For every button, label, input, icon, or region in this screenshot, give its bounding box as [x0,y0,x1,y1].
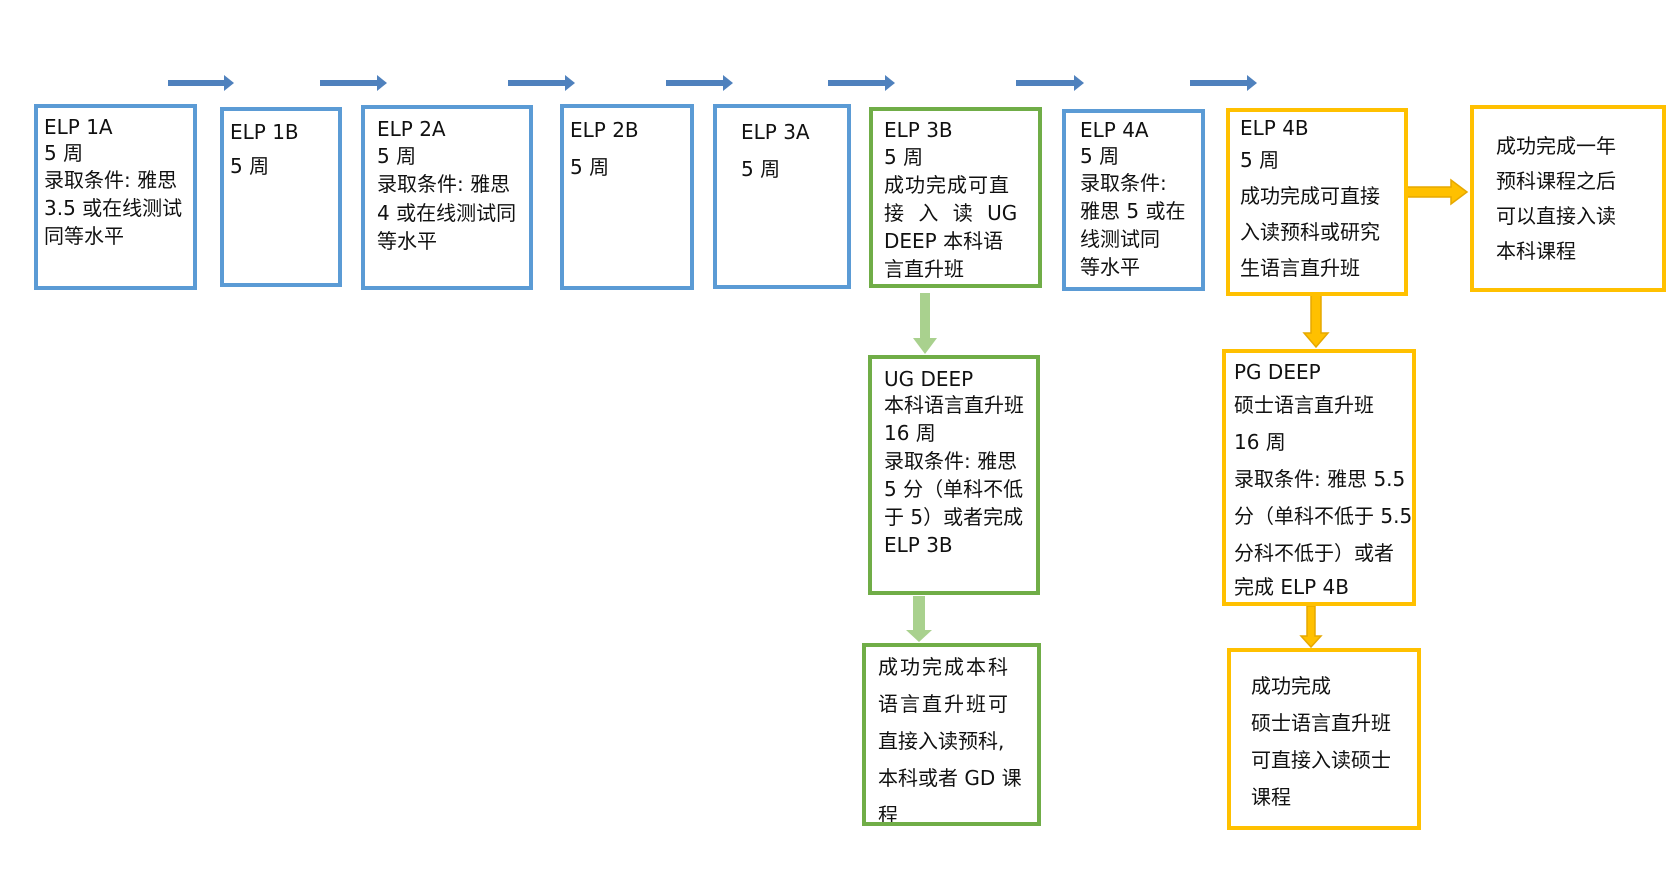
elp-3b-box: ELP 3B 5 周 成功完成可直 接 入 读 UG DEEP 本科语 言直升班 [869,107,1042,288]
box-title: ELP 1B [230,120,299,144]
box-text: 成功完成一年 [1496,134,1616,158]
flow-arrow-blue [320,75,387,91]
box-title: ELP 4B [1240,116,1309,140]
box-text: 成功完成可直 [884,173,1010,197]
box-title: ELP 3A [741,120,810,144]
box-text: 言直升班 [884,257,964,281]
box-duration: 5 周 [377,144,417,168]
box-text: 硕士语言直升班 [1251,711,1391,735]
ug-year-result-box: 成功完成一年 预科课程之后 可以直接入读 本科课程 [1470,105,1666,292]
flow-arrow-blue [1190,75,1257,91]
box-title: ELP 1A [44,115,113,139]
box-text: DEEP 本科语 [884,229,1004,253]
box-text: 于 5）或者完成 [884,505,1024,529]
box-duration: 16 周 [884,421,936,445]
box-text: 完成 ELP 4B [1234,575,1349,599]
elp-2b-box: ELP 2B 5 周 [560,104,694,290]
box-text: 可直接入读硕士 [1251,748,1391,772]
box-text: 程 [878,803,898,826]
box-text: 录取条件: 雅思 [377,172,511,196]
elp-4b-box: ELP 4B 5 周 成功完成可直接 入读预科或研究 生语言直升班 [1226,108,1408,296]
elp-3a-box: ELP 3A 5 周 [713,104,851,289]
elp-4a-box: ELP 4A 5 周 录取条件: 雅思 5 或在 线测试同 等水平 [1062,109,1205,291]
box-text: ELP 3B [884,533,953,557]
box-text: 成功完成可直接 [1240,184,1380,208]
box-text: 雅思 5 或在 [1080,199,1186,223]
pg-result-box: 成功完成 硕士语言直升班 可直接入读硕士 课程 [1227,648,1421,830]
box-text: 录取条件: [1080,171,1167,195]
down-arrow-green [913,293,937,354]
box-text: 录取条件: 雅思 [884,449,1018,473]
box-title: UG DEEP [884,367,974,391]
box-duration: 5 周 [1240,148,1280,172]
box-text: 录取条件: 雅思 5.5 [1234,467,1406,491]
box-text: 生语言直升班 [1240,256,1360,280]
box-title: ELP 3B [884,118,953,142]
box-text: 4 或在线测试同 [377,201,517,225]
flow-arrow-blue [828,75,895,91]
box-text: 可以直接入读 [1496,204,1616,228]
box-duration: 5 周 [44,141,84,165]
flow-arrow-blue [666,75,733,91]
flow-arrow-blue [1016,75,1084,91]
box-text: 语言直升班可 [878,692,1010,716]
box-text: 课程 [1251,785,1291,809]
box-text: 分科不低于）或者 [1234,541,1394,565]
down-arrow-green [906,596,932,642]
box-text: 同等水平 [44,224,124,248]
box-text: 线测试同 [1080,227,1160,251]
box-text: 分（单科不低于 5.5 [1234,504,1413,528]
flow-arrow-blue [508,75,575,91]
box-title: ELP 4A [1080,118,1149,142]
box-text: 录取条件: 雅思 [44,168,178,192]
box-duration: 5 周 [570,155,610,179]
box-text: 硕士语言直升班 [1234,393,1374,417]
box-duration: 5 周 [741,157,781,181]
box-title: ELP 2B [570,118,639,142]
box-text: 接 入 读 UG [884,201,1018,225]
elp-1a-box: ELP 1A 5 周 录取条件: 雅思 3.5 或在线测试 同等水平 [34,104,197,290]
box-duration: 16 周 [1234,430,1286,454]
box-text: 等水平 [1080,255,1140,279]
elp-2a-box: ELP 2A 5 周 录取条件: 雅思 4 或在线测试同 等水平 [361,105,533,290]
box-title: PG DEEP [1234,360,1321,384]
box-text: 3.5 或在线测试 [44,196,183,220]
box-title: ELP 2A [377,117,446,141]
down-arrow-gold [1302,292,1330,349]
box-text: 预科课程之后 [1496,169,1616,193]
box-text: 成功完成本科 [878,655,1010,679]
box-text: 入读预科或研究 [1240,220,1380,244]
right-arrow-gold [1403,178,1469,206]
box-duration: 5 周 [230,154,270,178]
box-text: 成功完成 [1251,674,1331,698]
ug-deep-box: UG DEEP 本科语言直升班 16 周 录取条件: 雅思 5 分（单科不低 于… [868,355,1040,595]
box-text: 本科或者 GD 课 [878,766,1022,790]
down-arrow-gold [1299,605,1323,649]
box-duration: 5 周 [1080,144,1120,168]
box-text: 5 分（单科不低 [884,477,1024,501]
box-text: 本科课程 [1496,239,1576,263]
pg-deep-box: PG DEEP 硕士语言直升班 16 周 录取条件: 雅思 5.5 分（单科不低… [1222,349,1416,606]
box-text: 等水平 [377,229,437,253]
ug-result-box: 成功完成本科 语言直升班可 直接入读预科, 本科或者 GD 课 程 [862,643,1041,826]
box-duration: 5 周 [884,145,924,169]
box-text: 直接入读预科, [878,729,1005,753]
box-text: 本科语言直升班 [884,393,1024,417]
elp-1b-box: ELP 1B 5 周 [220,107,342,287]
flow-arrow-blue [168,75,234,91]
